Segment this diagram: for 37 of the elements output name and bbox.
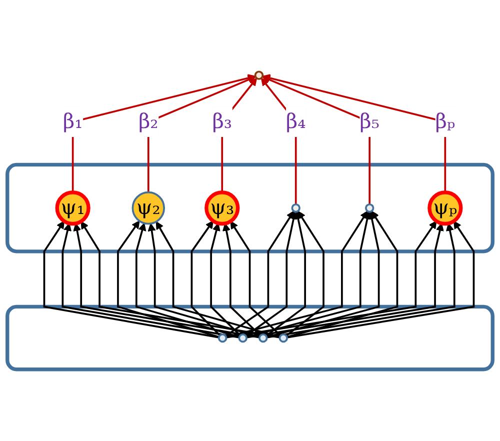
arrow [147,76,256,192]
arrow [230,220,282,336]
arrow [156,221,280,338]
arrow [262,76,370,204]
node-circle: ψ₁ [55,190,90,226]
node-circle [254,70,264,80]
node-circle [238,333,248,343]
node-circle: ψ₃ [204,190,240,226]
arrow [62,222,240,338]
arrow [266,223,456,338]
arrow [266,211,380,338]
node-circle [218,333,228,343]
edge-label: β₁ [62,110,83,134]
edge-label: β₃ [212,110,232,134]
arrow [135,222,240,338]
arrow [117,220,220,338]
arrow [148,223,260,338]
node-circle: ψ₂ [132,191,166,225]
node-circle [278,333,288,343]
arrow [262,74,446,192]
arrow [286,210,398,338]
edge-label: βₚ [435,110,456,134]
arrow [43,220,220,338]
edge-label: β₂ [138,110,158,134]
arrow [246,211,372,338]
edge-label: β₄ [286,110,306,134]
cluster [6,162,494,254]
node-circle [291,203,300,213]
edge-label: β₅ [360,110,380,134]
cluster [6,304,494,372]
arrow [286,220,475,338]
arrow [286,210,324,336]
node-circle [258,333,268,343]
arrow [190,220,221,336]
node-circle [364,203,374,213]
node-circle: ψₚ [428,190,463,226]
arrow [72,74,256,192]
